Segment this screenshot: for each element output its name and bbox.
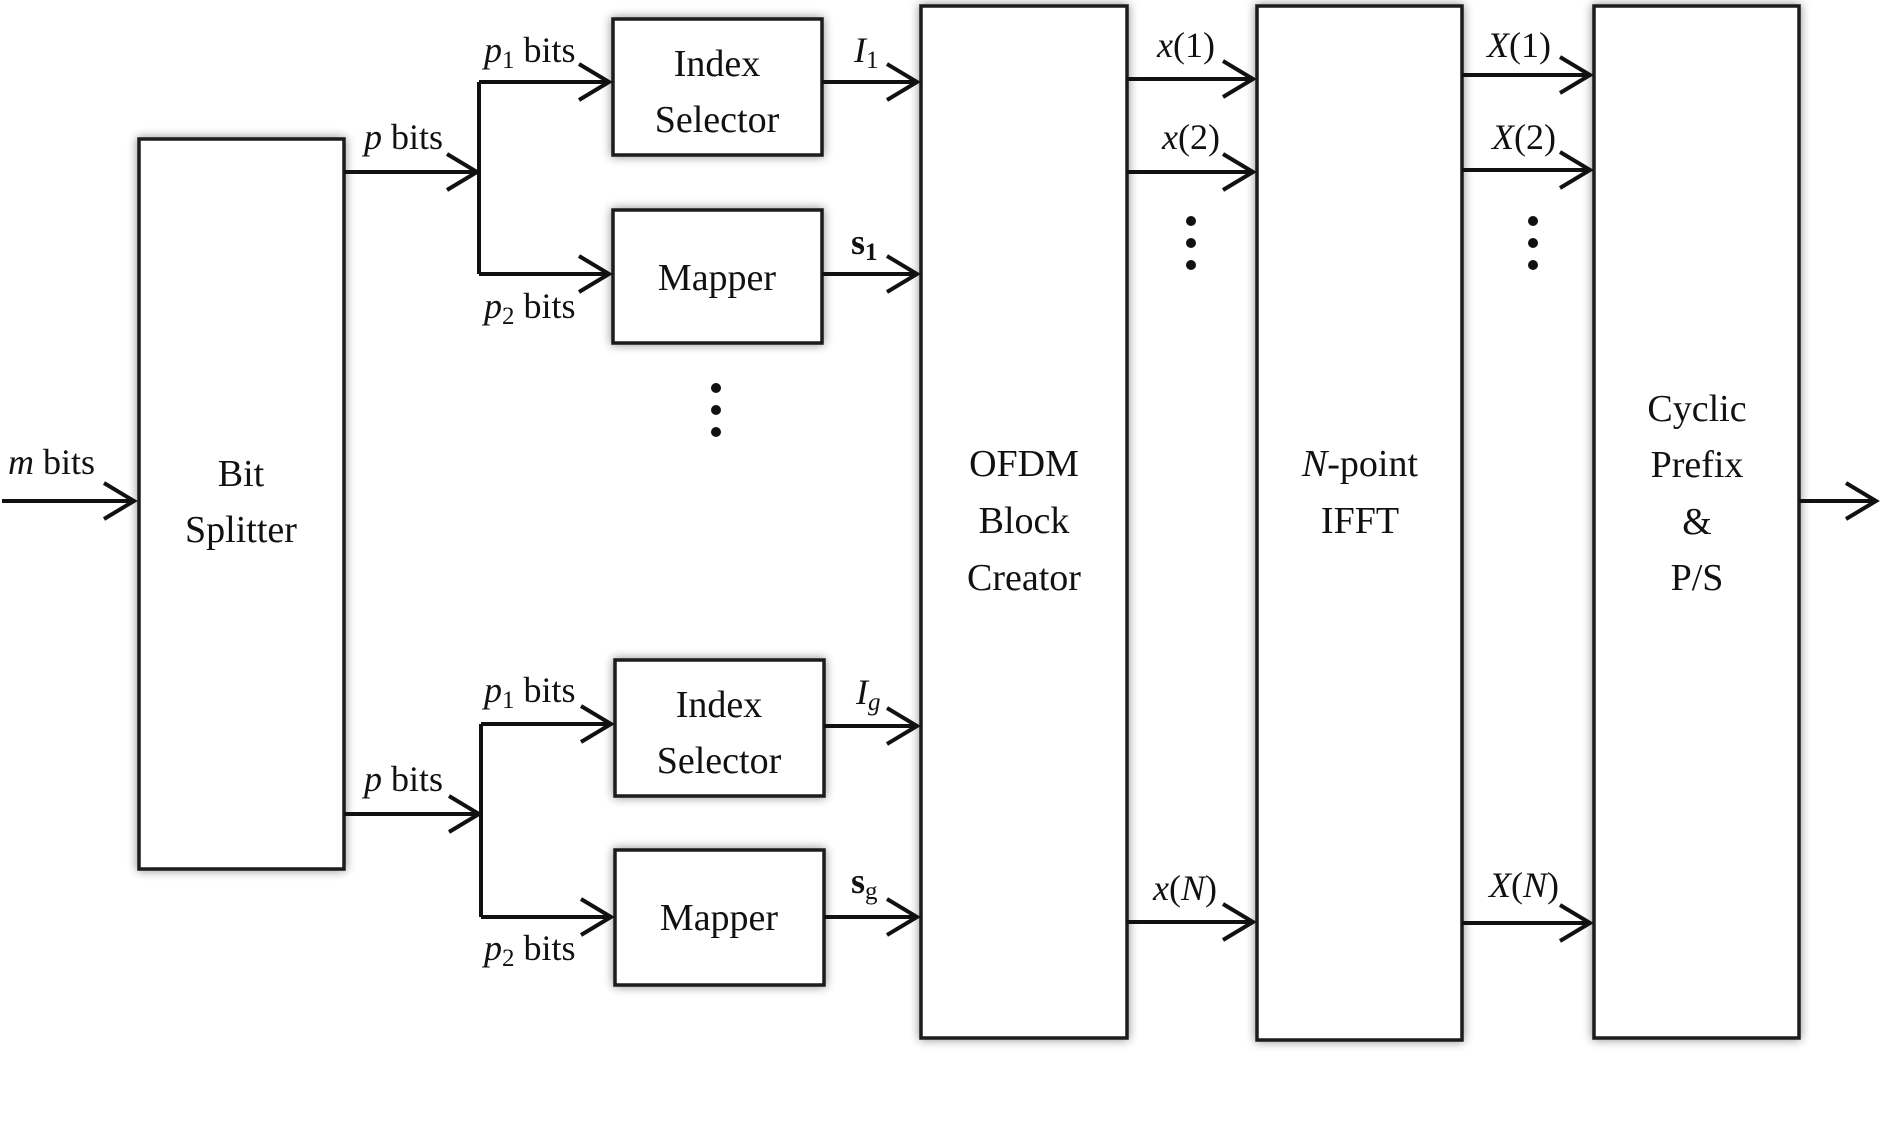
xN-index: (N) [1169, 868, 1217, 908]
XN-arrowhead [1558, 903, 1594, 943]
index-selector-top-block: Index Selector [611, 17, 824, 157]
vertical-ellipsis-x [1186, 216, 1196, 270]
mapper-bottom-block: Mapper [613, 848, 826, 987]
XN-index: (N) [1511, 865, 1559, 905]
s1-arrowhead [885, 254, 921, 294]
XN-label: X(N) [1487, 865, 1559, 905]
p1-bottom-arrowhead [579, 704, 615, 744]
bit-splitter-block: Bit Splitter [137, 137, 346, 871]
vertical-ellipsis-groups [711, 383, 721, 437]
X1-arrowhead [1558, 55, 1594, 95]
x2-label: x(2) [1161, 117, 1220, 157]
ifft-block: N-point IFFT [1255, 4, 1464, 1042]
cyclic-prefix-line4: P/S [1671, 557, 1724, 599]
s1-label: s1 [851, 222, 878, 266]
Ig-label: Ig [855, 672, 881, 716]
ifft-label-var: N [1301, 443, 1330, 485]
ifft-label-rest: -point [1327, 443, 1418, 485]
input-arrowhead [102, 481, 138, 521]
ifft-label-line2: IFFT [1321, 500, 1399, 542]
X2-label: X(2) [1490, 117, 1556, 157]
sg-label: sg [851, 861, 878, 905]
sg-arrowhead [885, 897, 921, 937]
bit-splitter-label-line1: Bit [218, 453, 265, 495]
mapper-top-block: Mapper [611, 208, 824, 345]
ofdm-creator-line3: Creator [967, 557, 1081, 599]
mapper-top-label: Mapper [658, 257, 777, 299]
p1-top-arrowhead [577, 62, 613, 102]
index-selector-top-line2: Selector [655, 99, 780, 141]
mapper-bottom-label: Mapper [660, 897, 779, 939]
bit-splitter-label-line2: Splitter [185, 509, 297, 551]
index-selector-top-line1: Index [674, 43, 761, 85]
ifft-label-line1: N-point [1301, 443, 1419, 485]
x1-label: x(1) [1156, 25, 1215, 65]
p2-bottom-label: p2 bits [481, 928, 576, 972]
ofdm-block-creator-block: OFDM Block Creator [919, 4, 1129, 1040]
x1-arrowhead [1221, 59, 1257, 99]
xN-label: x(N) [1152, 868, 1217, 908]
cyclic-prefix-line2: Prefix [1651, 444, 1744, 486]
index-selector-bottom-line2: Selector [657, 740, 782, 782]
x2-arrowhead [1221, 152, 1257, 192]
I1-arrowhead [885, 62, 921, 102]
p1-top-label: p1 bits [481, 30, 576, 74]
p1-bottom-label: p1 bits [481, 670, 576, 714]
p-bits-top-label: p bits [361, 117, 443, 157]
vertical-ellipsis-X [1528, 216, 1538, 270]
cyclic-prefix-line3: & [1682, 501, 1712, 543]
index-selector-bottom-block: Index Selector [613, 658, 826, 798]
p-bits-bottom-label: p bits [361, 759, 443, 799]
I1-label: I1 [853, 30, 879, 74]
ofdm-creator-line2: Block [979, 500, 1070, 542]
cyclic-prefix-block: Cyclic Prefix & P/S [1592, 4, 1801, 1040]
xN-arrowhead [1221, 902, 1257, 942]
index-selector-bottom-line1: Index [676, 684, 763, 726]
X1-label: X(1) [1485, 25, 1551, 65]
p2-top-label: p2 bits [481, 286, 576, 330]
p2-bottom-arrowhead [579, 897, 615, 937]
Ig-arrowhead [885, 706, 921, 746]
ofdm-creator-line1: OFDM [969, 443, 1079, 485]
p2-top-arrowhead [577, 254, 613, 294]
cyclic-prefix-line1: Cyclic [1647, 388, 1746, 430]
X2-arrowhead [1558, 150, 1594, 190]
output-arrowhead [1844, 481, 1880, 521]
input-label: m bits [8, 442, 95, 482]
